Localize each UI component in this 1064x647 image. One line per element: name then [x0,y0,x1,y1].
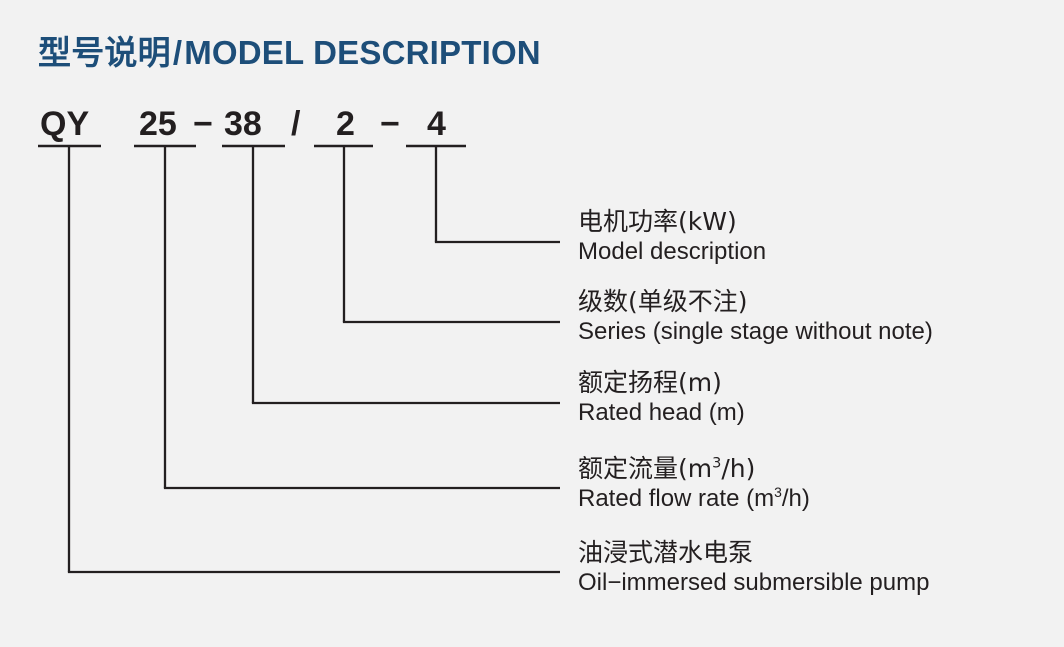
model-token-series: 2 [336,105,355,143]
callout-motor-power-english: Model description [578,238,767,265]
callout-rated-flow-chinese: 额定流量(m3/h) [578,453,810,484]
callout-pump-type-chinese: 油浸式潜水电泵 [578,538,754,567]
callout-pump-type-english: Oil−immersed submersible pump [578,569,930,596]
callout-rated-flow-english-superscript: 3 [774,484,782,500]
model-token-flow: 25 [139,105,177,143]
callout-rated-head-english: Rated head (m) [578,399,745,426]
model-token-slash: / [291,105,301,143]
model-token-dash-1: − [193,105,213,143]
page-title-separator: / [172,34,183,71]
model-token-power: 4 [427,105,446,143]
callout-leader-lines [67,146,560,574]
callout-rated-flow-chinese-superscript: 3 [712,455,722,472]
callout-pump-type: 油浸式潜水电泵 Oil−immersed submersible pump [578,537,929,598]
callout-rated-flow: 额定流量(m3/h) Rated flow rate (m3/h) [578,453,810,514]
callout-rated-head: 额定扬程(m) Rated head (m) [578,367,745,428]
page-title-english: MODEL DESCRIPTION [184,34,541,71]
callout-rated-flow-english-prefix: Rated flow rate (m [578,485,775,512]
model-token-qy: QY [40,105,90,143]
model-token-head: 38 [224,105,262,143]
callout-motor-power: 电机功率(kW) Model description [578,206,766,267]
callout-series-stages-chinese: 级数(单级不注) [578,287,748,316]
callout-motor-power-chinese: 电机功率(kW) [578,207,737,236]
callout-series-stages: 级数(单级不注) Series (single stage without no… [578,286,933,347]
callout-rated-flow-english-suffix: /h) [781,485,810,512]
page-title-chinese: 型号说明 [38,33,171,72]
callout-rated-flow-english: Rated flow rate (m3/h) [578,484,810,514]
model-token-dash-2: − [380,105,400,143]
callout-rated-flow-chinese-prefix: 额定流量(m [578,454,713,483]
callout-rated-head-chinese: 额定扬程(m) [578,368,722,397]
callout-rated-flow-chinese-suffix: /h) [721,454,756,483]
callout-series-stages-english: Series (single stage without note) [578,318,933,345]
page-title: 型号说明/MODEL DESCRIPTION [38,36,541,69]
